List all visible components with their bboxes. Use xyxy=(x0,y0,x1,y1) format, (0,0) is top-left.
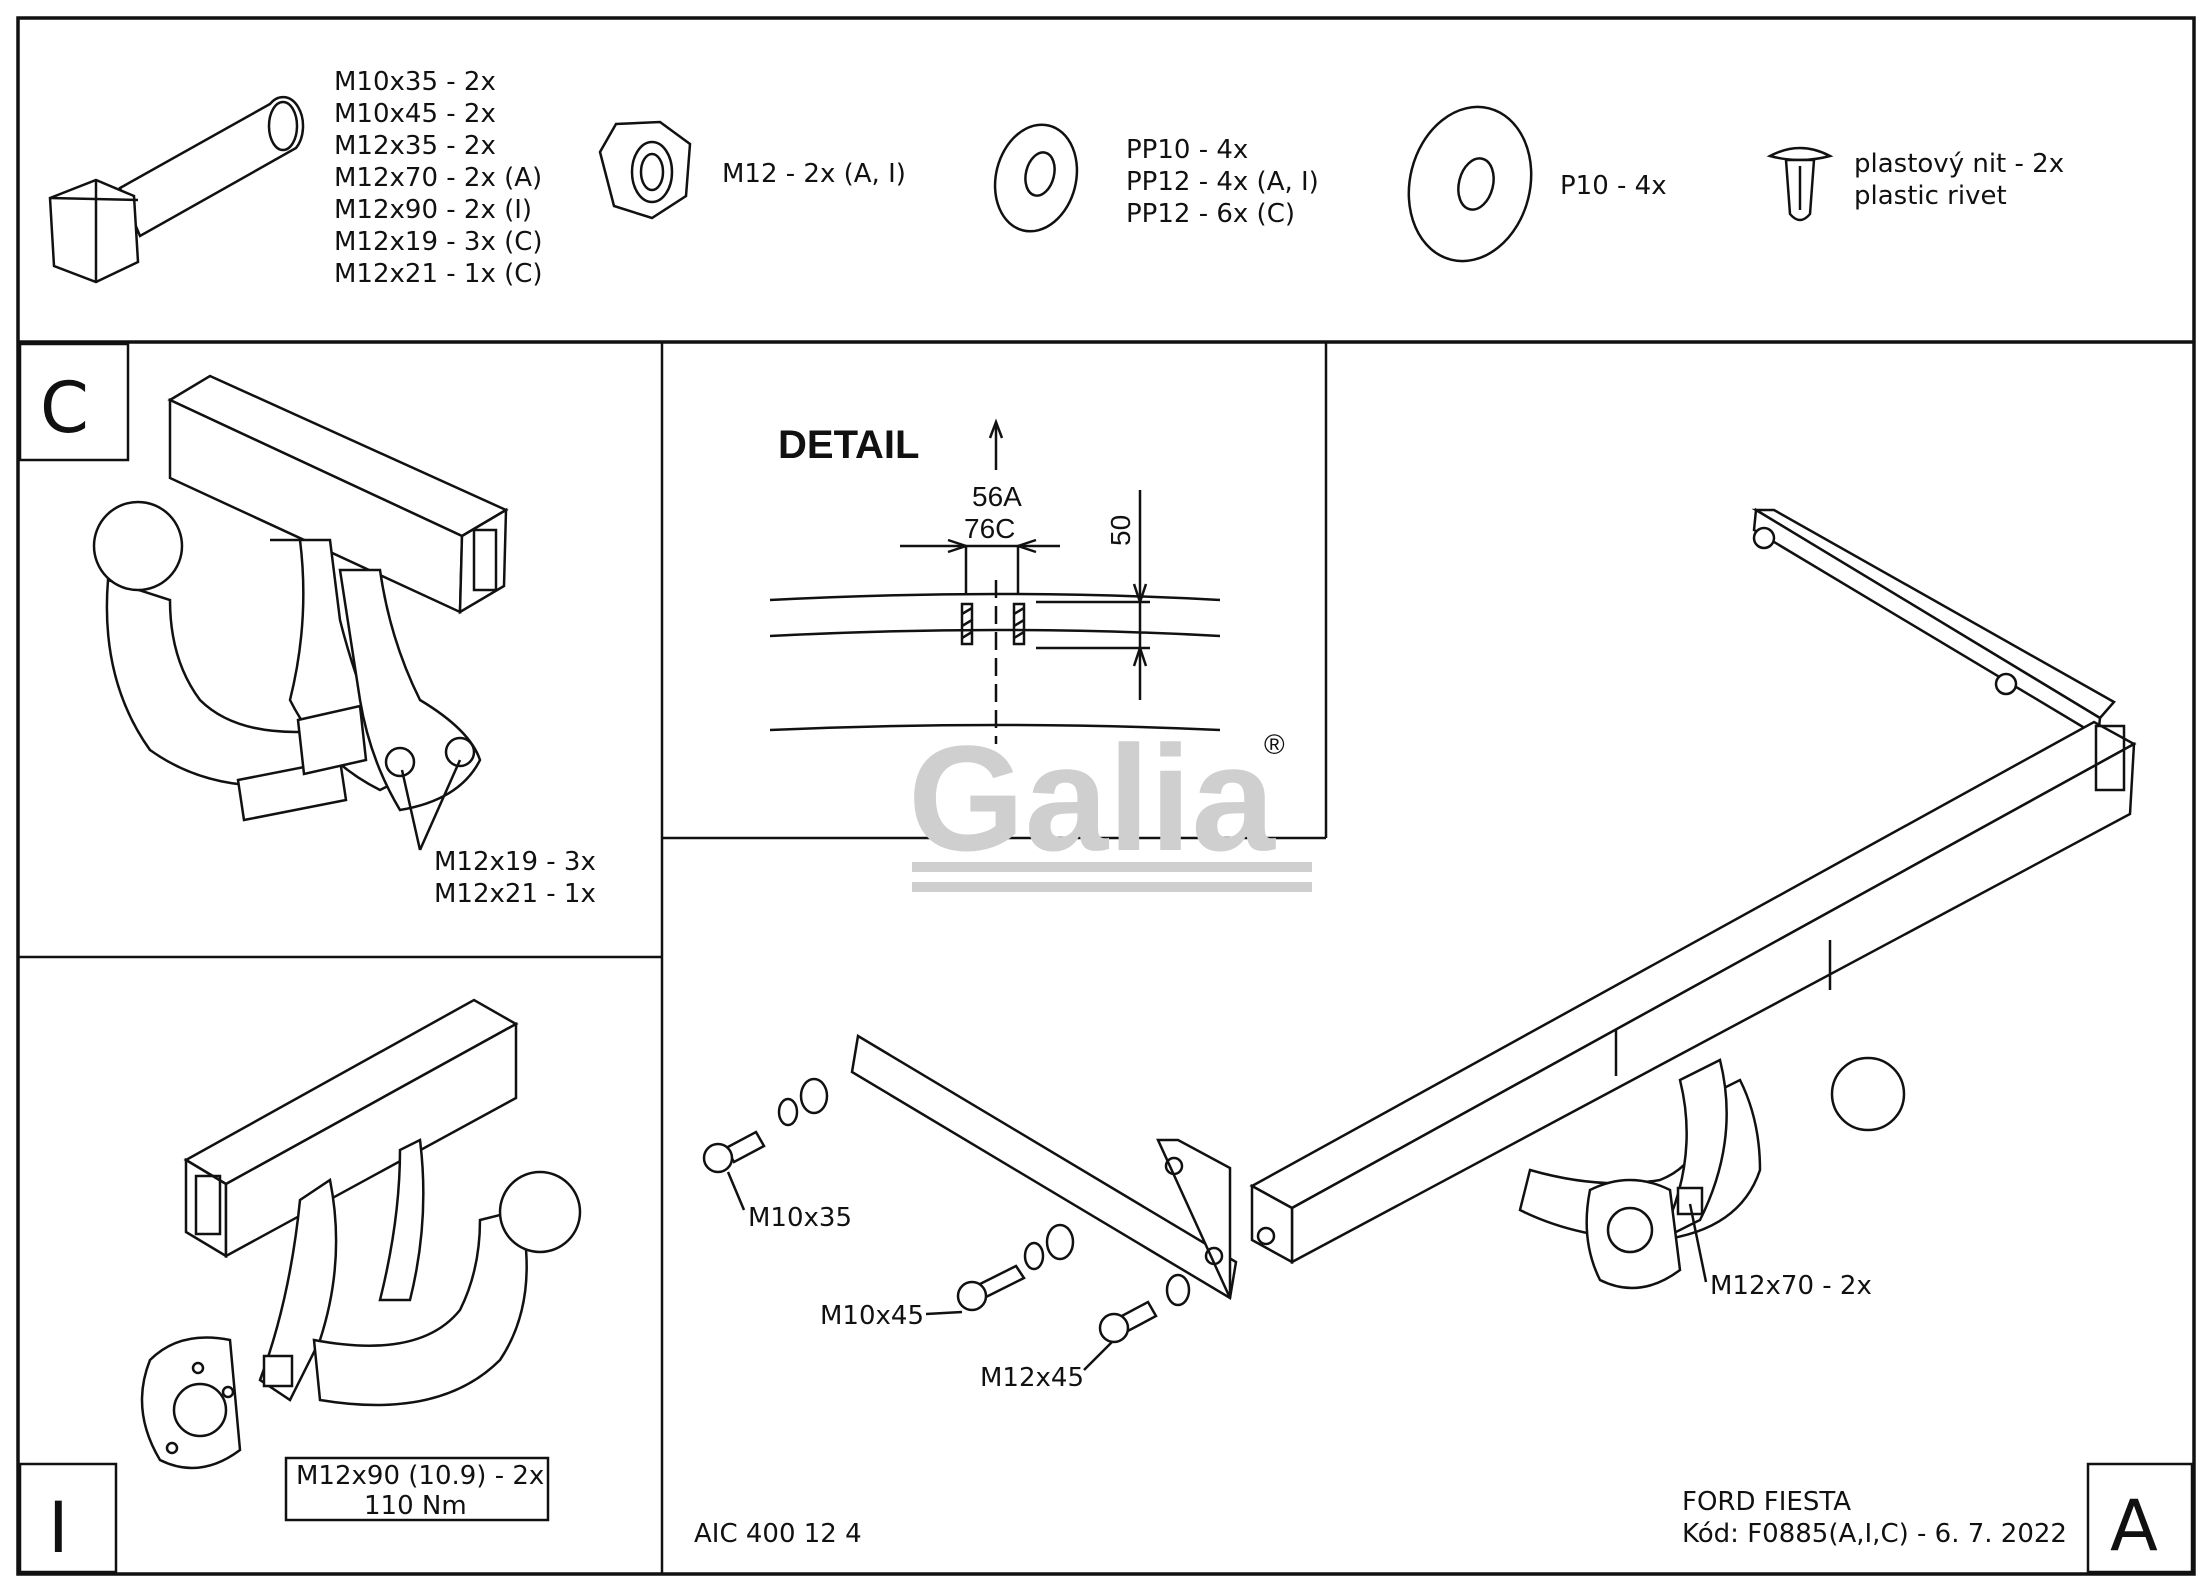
kod-line: Kód: F0885(A,I,C) - 6. 7. 2022 xyxy=(1682,1519,2067,1549)
bolt-set-m10x45 xyxy=(956,1223,1075,1312)
bolt-list-line: M10x35 - 2x xyxy=(334,67,496,97)
rivet-label-line: plastic rivet xyxy=(1854,181,2007,211)
torque-box-line: M12x90 (10.9) - 2x xyxy=(296,1461,544,1491)
watermark-registered: ® xyxy=(1264,729,1285,760)
galia-watermark: Galia ® xyxy=(908,714,1312,892)
tow-ball xyxy=(498,1170,582,1254)
panel-letter-c: C xyxy=(40,367,89,449)
panel-letter-i: I xyxy=(48,1487,69,1569)
tube-section xyxy=(183,998,519,1259)
plastic-rivet-icon xyxy=(1766,146,1834,222)
callout-m12x45: M12x45 xyxy=(980,1363,1084,1393)
washer-icon xyxy=(993,123,1079,233)
bolt-list-line: M12x35 - 2x xyxy=(334,131,496,161)
watermark-logo: Galia xyxy=(908,714,1276,882)
washer-list-line: PP10 - 4x xyxy=(1126,135,1248,165)
dimension-v: 50 xyxy=(1105,515,1136,546)
parts-header: M10x35 - 2x M10x45 - 2x M12x35 - 2x M12x… xyxy=(48,67,2064,289)
panel-c-label: M12x21 - 1x xyxy=(434,879,596,909)
dimension-c: 76C xyxy=(964,513,1015,544)
bolt-set-m12x45 xyxy=(1098,1273,1191,1344)
tow-ball xyxy=(1830,1056,1906,1132)
product-code: AIC 400 12 4 xyxy=(694,1519,862,1549)
bolt-head xyxy=(444,736,476,768)
large-washer-label: P10 - 4x xyxy=(1560,171,1667,201)
rivet-label-line: plastový nit - 2x xyxy=(1854,149,2064,179)
large-washer-icon xyxy=(1407,105,1533,263)
bolt-head xyxy=(384,746,416,778)
bolt-list-line: M12x90 - 2x (I) xyxy=(334,195,532,225)
tube-section xyxy=(167,374,509,615)
washer-list-line: PP12 - 4x (A, I) xyxy=(1126,167,1319,197)
panel-c-label: M12x19 - 3x xyxy=(434,847,596,877)
callout-m10x35: M10x35 xyxy=(748,1203,852,1233)
bolt-list-line: M12x19 - 3x (C) xyxy=(334,227,543,257)
panel-detail: DETAIL 56A 76C 50 xyxy=(769,418,1221,744)
panel-letter-a: A xyxy=(2110,1485,2158,1567)
dimension-a: 56A xyxy=(972,481,1022,512)
bolt-list-line: M10x45 - 2x xyxy=(334,99,496,129)
panel-i: I M12x90 (10.9) - 2x 110 Nm xyxy=(18,998,582,1574)
nut-label: M12 - 2x (A, I) xyxy=(722,159,906,189)
bolt-list-line: M12x70 - 2x (A) xyxy=(334,163,542,193)
panel-c: C M12x19 - 3x M12x21 - 1x xyxy=(18,342,596,909)
torque-box-line: 110 Nm xyxy=(364,1491,467,1521)
drawing-frame xyxy=(16,16,2196,1576)
bolt-icon xyxy=(48,95,305,284)
callout-m12x70: M12x70 - 2x xyxy=(1710,1271,1872,1301)
vehicle-name: FORD FIESTA xyxy=(1682,1487,1851,1517)
bolt-set-m10x35 xyxy=(702,1077,829,1174)
detail-title: DETAIL xyxy=(778,423,919,467)
callout-m10x45: M10x45 xyxy=(820,1301,924,1331)
hex-nut-icon xyxy=(598,120,692,220)
panel-a: M10x35 M10x45 M12x45 M12x70 - 2x AIC 400… xyxy=(694,507,2194,1574)
tow-ball xyxy=(92,500,184,592)
bolt-list-line: M12x21 - 1x (C) xyxy=(334,259,543,289)
washer-list-line: PP12 - 6x (C) xyxy=(1126,199,1295,229)
